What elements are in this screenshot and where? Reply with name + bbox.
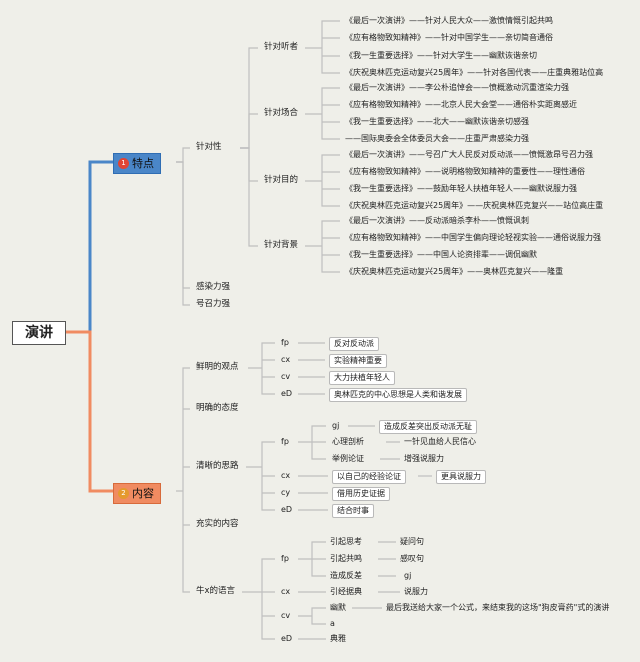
- leaf-purpose-2[interactable]: 《应有格物致知精神》——说明格物致知精神的重要性——理性通俗: [345, 167, 585, 176]
- leaf-yuyan-r1b[interactable]: 疑问句: [400, 537, 424, 546]
- tag-eD: eD: [281, 389, 293, 398]
- node-listener[interactable]: 针对听者: [264, 42, 299, 52]
- node-yuyan[interactable]: 牛x的语言: [196, 586, 236, 596]
- leaf-listener-1[interactable]: 《最后一次演讲》——针对人民大众——激愤情慨引起共鸣: [345, 16, 553, 25]
- node-yuyan-youmo[interactable]: 幽默: [330, 603, 346, 612]
- tag-cv: cv: [281, 372, 291, 381]
- node-background[interactable]: 针对背景: [264, 240, 299, 250]
- number-badge-icon: 1: [118, 158, 129, 169]
- leaf-listener-2[interactable]: 《应有格物致知精神》——针对中国学生——亲切简音通俗: [345, 33, 553, 42]
- node-occasion[interactable]: 针对场合: [264, 108, 299, 118]
- node-zhenduixing[interactable]: 针对性: [196, 142, 222, 152]
- root-node[interactable]: 演讲: [12, 321, 66, 345]
- leaf-xinli-text[interactable]: 一针见血给人民信心: [404, 437, 476, 446]
- leaf-qingxi-cx[interactable]: 以自己的经验论证: [332, 470, 406, 484]
- node-purpose[interactable]: 针对目的: [264, 175, 299, 185]
- branch-neirong[interactable]: 2 内容: [113, 483, 161, 504]
- node-yuyan-r3[interactable]: 造成反差: [330, 571, 362, 580]
- node-xianming[interactable]: 鲜明的观点: [196, 362, 239, 372]
- leaf-yuyan-r3b[interactable]: gj: [404, 571, 412, 580]
- leaf-xianming-2[interactable]: 实验精神重要: [329, 354, 387, 368]
- tag-fp: fp: [281, 437, 289, 446]
- leaf-qingxi-eD[interactable]: 结合时事: [332, 504, 374, 518]
- node-mingque[interactable]: 明确的态度: [196, 403, 239, 413]
- leaf-purpose-3[interactable]: 《我一生重要选择》——鼓励年轻人扶植年轻人——幽默说服力强: [345, 184, 577, 193]
- leaf-qingxi-cy[interactable]: 借用历史证据: [332, 487, 390, 501]
- leaf-yuyan-r2b[interactable]: 感叹句: [400, 554, 424, 563]
- node-ganranli[interactable]: 感染力强: [196, 282, 231, 292]
- node-qingxi[interactable]: 清晰的思路: [196, 461, 239, 471]
- leaf-juli-text[interactable]: 增强说服力: [404, 454, 444, 463]
- leaf-listener-4[interactable]: 《庆祝奥林匹克运动复兴25周年》——针对各国代表——庄重典雅站位高: [345, 68, 604, 77]
- node-yuyan-cx[interactable]: 引经据典: [330, 587, 362, 596]
- leaf-occasion-3[interactable]: 《我一生重要选择》——北大——幽默诙谐亲切感强: [345, 117, 529, 126]
- leaf-background-4[interactable]: 《庆祝奥林匹克运动复兴25周年》——奥林匹克复兴——隆重: [345, 267, 564, 276]
- node-yuyan-r2[interactable]: 引起共鸣: [330, 554, 362, 563]
- tag-cx: cx: [281, 471, 291, 480]
- leaf-background-3[interactable]: 《我一生重要选择》——中国人论资排辈——调侃幽默: [345, 250, 537, 259]
- branch-label: 特点: [132, 157, 154, 170]
- leaf-background-1[interactable]: 《最后一次演讲》——反动派暗杀李朴——愤慨讽刺: [345, 216, 529, 225]
- leaf-listener-3[interactable]: 《我一生重要选择》——针对大学生——幽默诙谐亲切: [345, 51, 537, 60]
- node-chongshi[interactable]: 充实的内容: [196, 519, 239, 529]
- tag-fp: fp: [281, 338, 289, 347]
- node-yuyan-a[interactable]: a: [330, 619, 335, 628]
- tag-eD: eD: [281, 505, 293, 514]
- leaf-occasion-4[interactable]: ——国际奥委会全体委员大会——庄重严肃感染力强: [345, 134, 529, 143]
- leaf-gj-text[interactable]: 造成反差突出反动派无耻: [379, 420, 477, 434]
- branch-label: 内容: [132, 487, 154, 500]
- node-haozhaoli[interactable]: 号召力强: [196, 299, 231, 309]
- leaf-background-2[interactable]: 《应有格物致知精神》——中国学生偏向理论轻视实验——通俗说服力强: [345, 233, 601, 242]
- leaf-xianming-1[interactable]: 反对反动派: [329, 337, 379, 351]
- leaf-yuyan-eD[interactable]: 典雅: [330, 634, 346, 643]
- branch-tedian[interactable]: 1 特点: [113, 153, 161, 174]
- leaf-purpose-4[interactable]: 《庆祝奥林匹克运动复兴25周年》——庆祝奥林匹克复兴——站位高庄重: [345, 201, 604, 210]
- node-yuyan-r1[interactable]: 引起思考: [330, 537, 362, 546]
- leaf-yuyan-cx-sub[interactable]: 说服力: [404, 587, 428, 596]
- leaf-xianming-4[interactable]: 奥林匹克的中心思想是人类和谐发展: [329, 388, 467, 402]
- leaf-xianming-3[interactable]: 大力扶植年轻人: [329, 371, 395, 385]
- tag-cx: cx: [281, 355, 291, 364]
- leaf-qingxi-cx-sub[interactable]: 更具说服力: [436, 470, 486, 484]
- tag-gj: gj: [332, 421, 340, 430]
- tag-cv: cv: [281, 611, 291, 620]
- leaf-occasion-2[interactable]: 《应有格物致知精神》——北京人民大会堂——通俗朴实距离感近: [345, 100, 577, 109]
- tag-cx: cx: [281, 587, 291, 596]
- leaf-occasion-1[interactable]: 《最后一次演讲》——李公朴追悼会——愤概激动沉重渲染力强: [345, 83, 569, 92]
- node-juli[interactable]: 举例论证: [332, 454, 364, 463]
- tag-cy: cy: [281, 488, 291, 497]
- node-xinli[interactable]: 心理剖析: [332, 437, 364, 446]
- tag-fp: fp: [281, 554, 289, 563]
- tag-eD: eD: [281, 634, 293, 643]
- leaf-yuyan-youmo-text[interactable]: 最后我送给大家一个公式，来结束我的这场"狗皮膏药"式的演讲: [386, 603, 610, 612]
- number-badge-icon: 2: [118, 488, 129, 499]
- leaf-purpose-1[interactable]: 《最后一次演讲》——号召广大人民反对反动派——愤慨激昂号召力强: [345, 150, 593, 159]
